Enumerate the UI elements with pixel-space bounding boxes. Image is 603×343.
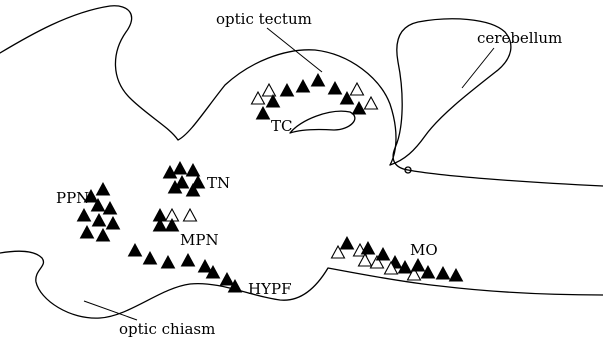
tc-pocket [290, 111, 355, 133]
filled-triangle-marker [78, 209, 91, 221]
hypf-label: HYPF [248, 280, 291, 298]
filled-triangle-marker [107, 217, 120, 229]
optic-chiasm-leader [84, 301, 137, 320]
open-triangle-marker [263, 84, 276, 96]
filled-triangle-marker [412, 259, 425, 271]
open-triangle-marker [252, 92, 265, 104]
filled-triangle-marker [281, 84, 294, 96]
filled-triangle-marker [199, 260, 212, 272]
filled-triangle-marker [221, 273, 234, 285]
filled-triangle-marker [81, 226, 94, 238]
filled-triangle-marker [450, 269, 463, 281]
cerebellum-label: cerebellum [477, 29, 562, 47]
optic-tectum-label: optic tectum [216, 10, 312, 28]
lower-brain-outline [0, 251, 603, 318]
filled-triangle-marker [97, 183, 110, 195]
filled-triangle-marker [174, 162, 187, 174]
filled-triangle-marker [267, 95, 280, 107]
filled-triangle-marker [353, 102, 366, 114]
triangle-markers [78, 74, 463, 292]
filled-triangle-marker [162, 256, 175, 268]
filled-triangle-marker [437, 267, 450, 279]
cerebellum-leader [462, 48, 494, 88]
filled-triangle-marker [362, 242, 375, 254]
filled-triangle-marker [182, 254, 195, 266]
open-triangle-marker [351, 83, 364, 95]
filled-triangle-marker [144, 252, 157, 264]
mpn-label: MPN [180, 231, 219, 249]
filled-triangle-marker [312, 74, 325, 86]
ppn-label: PPN [56, 189, 89, 207]
filled-triangle-marker [377, 248, 390, 260]
mo-label: MO [410, 241, 438, 259]
tn-label: TN [207, 174, 230, 192]
filled-triangle-marker [104, 202, 117, 214]
open-triangle-marker [365, 97, 378, 109]
filled-triangle-marker [93, 214, 106, 226]
optic-chiasm-label: optic chiasm [119, 320, 215, 338]
filled-triangle-marker [341, 237, 354, 249]
filled-triangle-marker [329, 82, 342, 94]
filled-triangle-marker [187, 164, 200, 176]
filled-triangle-marker [297, 80, 310, 92]
filled-triangle-marker [129, 244, 142, 256]
filled-triangle-marker [257, 107, 270, 119]
filled-triangle-marker [97, 229, 110, 241]
open-triangle-marker [184, 209, 197, 221]
filled-triangle-marker [422, 266, 435, 278]
tc-label: TC [271, 117, 292, 135]
